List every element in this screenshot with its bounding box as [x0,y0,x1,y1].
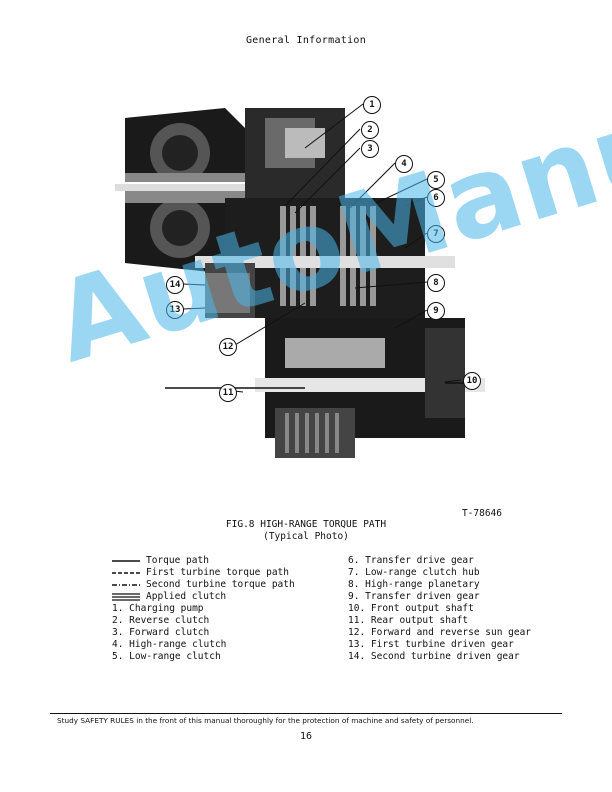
callout-2: 2 [361,121,379,139]
callout-11: 11 [219,384,237,402]
callout-12: 12 [219,338,237,356]
footer-divider [50,713,562,714]
page-number: 16 [299,731,313,742]
page-header: General Information [245,35,367,46]
callout-8: 8 [427,274,445,292]
legend-item: 10. Front output shaft [348,603,474,614]
transmission-cutaway-photo [105,88,485,468]
legend-item: 12. Forward and reverse sun gear [348,627,532,638]
callout-9: 9 [427,302,445,320]
legend-item: 5. Low-range clutch [112,651,221,662]
legend-item: 8. High-range planetary [348,579,480,590]
callout-5: 5 [427,171,445,189]
legend-right-column: 6. Transfer drive gear 7. Low-range clut… [348,555,531,663]
legend-item: 7. Low-range clutch hub [348,567,480,578]
dashed-line-icon [112,572,140,574]
applied-clutch-icon [112,593,140,601]
legend-label: Applied clutch [146,591,227,602]
legend-first-turbine: First turbine torque path [112,567,295,579]
photo-number: T-78646 [461,508,502,519]
callout-6: 6 [427,189,445,207]
callout-10: 10 [463,372,481,390]
legend-second-turbine: Second turbine torque path [112,579,295,591]
dash-dot-line-icon [112,584,140,586]
legend-item: 4. High-range clutch [112,639,227,650]
legend-item: 11. Rear output shaft [348,615,469,626]
figure-caption: FIG.8 HIGH-RANGE TORQUE PATH (Typical Ph… [0,519,612,543]
callout-1: 1 [363,96,381,114]
legend-applied-clutch: Applied clutch [112,591,295,603]
legend-label: Second turbine torque path [146,579,295,590]
caption-title: FIG.8 HIGH-RANGE TORQUE PATH [225,519,387,530]
legend-left-column: Torque path First turbine torque path Se… [112,555,295,663]
safety-notice: Study SAFETY RULES in the front of this … [57,716,474,725]
legend-label: First turbine torque path [146,567,289,578]
legend-item: 9. Transfer driven gear [348,591,480,602]
legend-item: 14. Second turbine driven gear [348,651,520,662]
caption-subtitle: (Typical Photo) [263,531,349,542]
solid-line-icon [112,560,140,562]
legend-item: 2. Reverse clutch [112,615,210,626]
callout-3: 3 [361,140,379,158]
callout-7: 7 [427,225,445,243]
legend-item: 3. Forward clutch [112,627,210,638]
legend-item: 1. Charging pump [112,603,204,614]
legend-torque-path: Torque path [112,555,295,567]
callout-13: 13 [166,301,184,319]
callout-4: 4 [395,155,413,173]
legend-item: 6. Transfer drive gear [348,555,474,566]
legend-label: Torque path [146,555,209,566]
callout-14: 14 [166,276,184,294]
legend-item: 13. First turbine driven gear [348,639,514,650]
